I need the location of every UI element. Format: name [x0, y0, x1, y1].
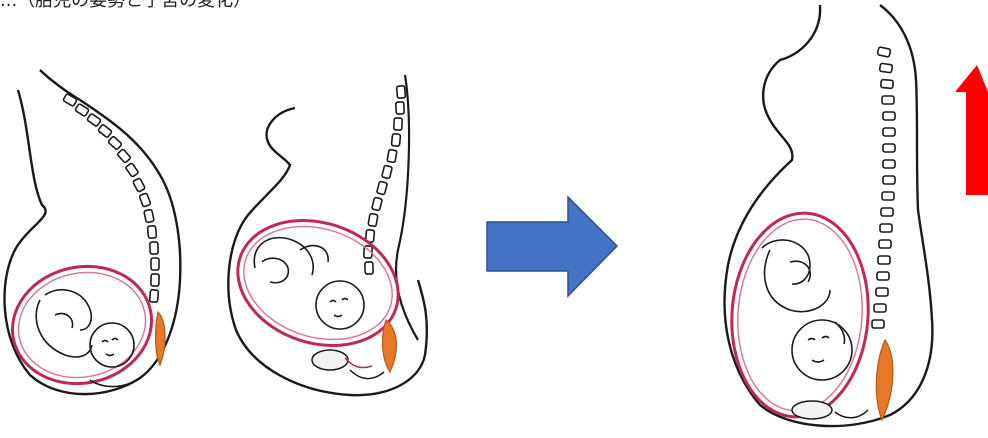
figure-late-pregnancy: [221, 75, 426, 395]
uterus: [1, 254, 162, 397]
body-outline: [725, 5, 933, 426]
fetus: [762, 240, 852, 380]
fetus: [254, 238, 364, 329]
spine: [872, 47, 895, 328]
arrow-right-icon: [487, 197, 617, 296]
arrow-up-icon: [955, 65, 988, 195]
placenta: [383, 320, 397, 372]
figure-early-pregnancy: [1, 70, 180, 396]
figure-fetal-rotation: [725, 5, 933, 426]
placenta: [156, 312, 166, 365]
fetus: [36, 290, 134, 367]
placenta: [876, 340, 893, 420]
